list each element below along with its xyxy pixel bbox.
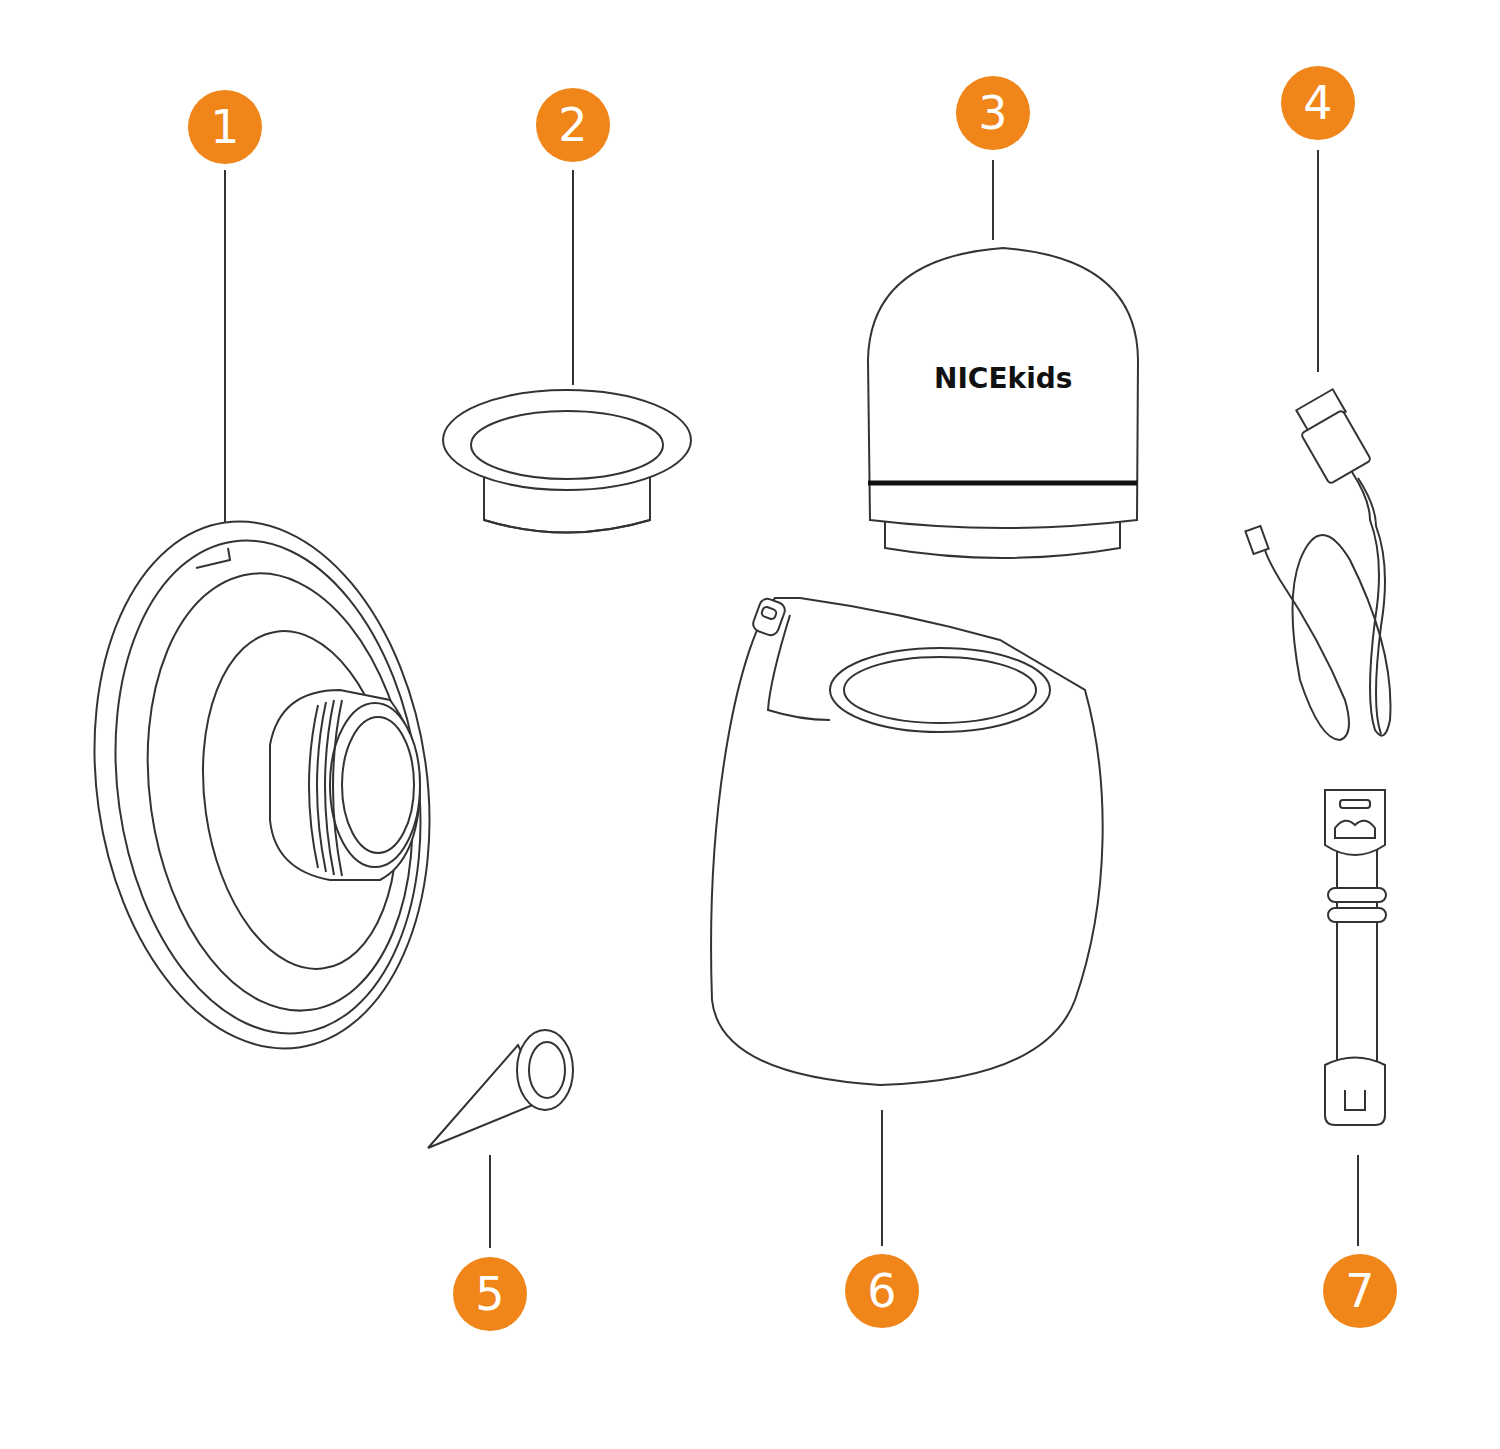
callout-number: 4 <box>1281 66 1355 140</box>
duckbill-valve <box>428 1030 573 1148</box>
motor-unit <box>868 248 1138 558</box>
callout-circles <box>188 66 1397 1331</box>
valve-ring <box>443 390 691 533</box>
callout-number: 1 <box>188 90 262 164</box>
strap <box>1325 790 1386 1125</box>
callout-number: 6 <box>845 1254 919 1328</box>
callout-number: 5 <box>453 1257 527 1331</box>
usb-cable <box>1245 389 1390 740</box>
callout-number: 2 <box>536 88 610 162</box>
collector-body <box>711 597 1103 1085</box>
callout-number: 3 <box>956 76 1030 150</box>
flange <box>62 500 463 1071</box>
callout-number: 7 <box>1323 1254 1397 1328</box>
brand-label: NICEkids <box>934 362 1072 395</box>
